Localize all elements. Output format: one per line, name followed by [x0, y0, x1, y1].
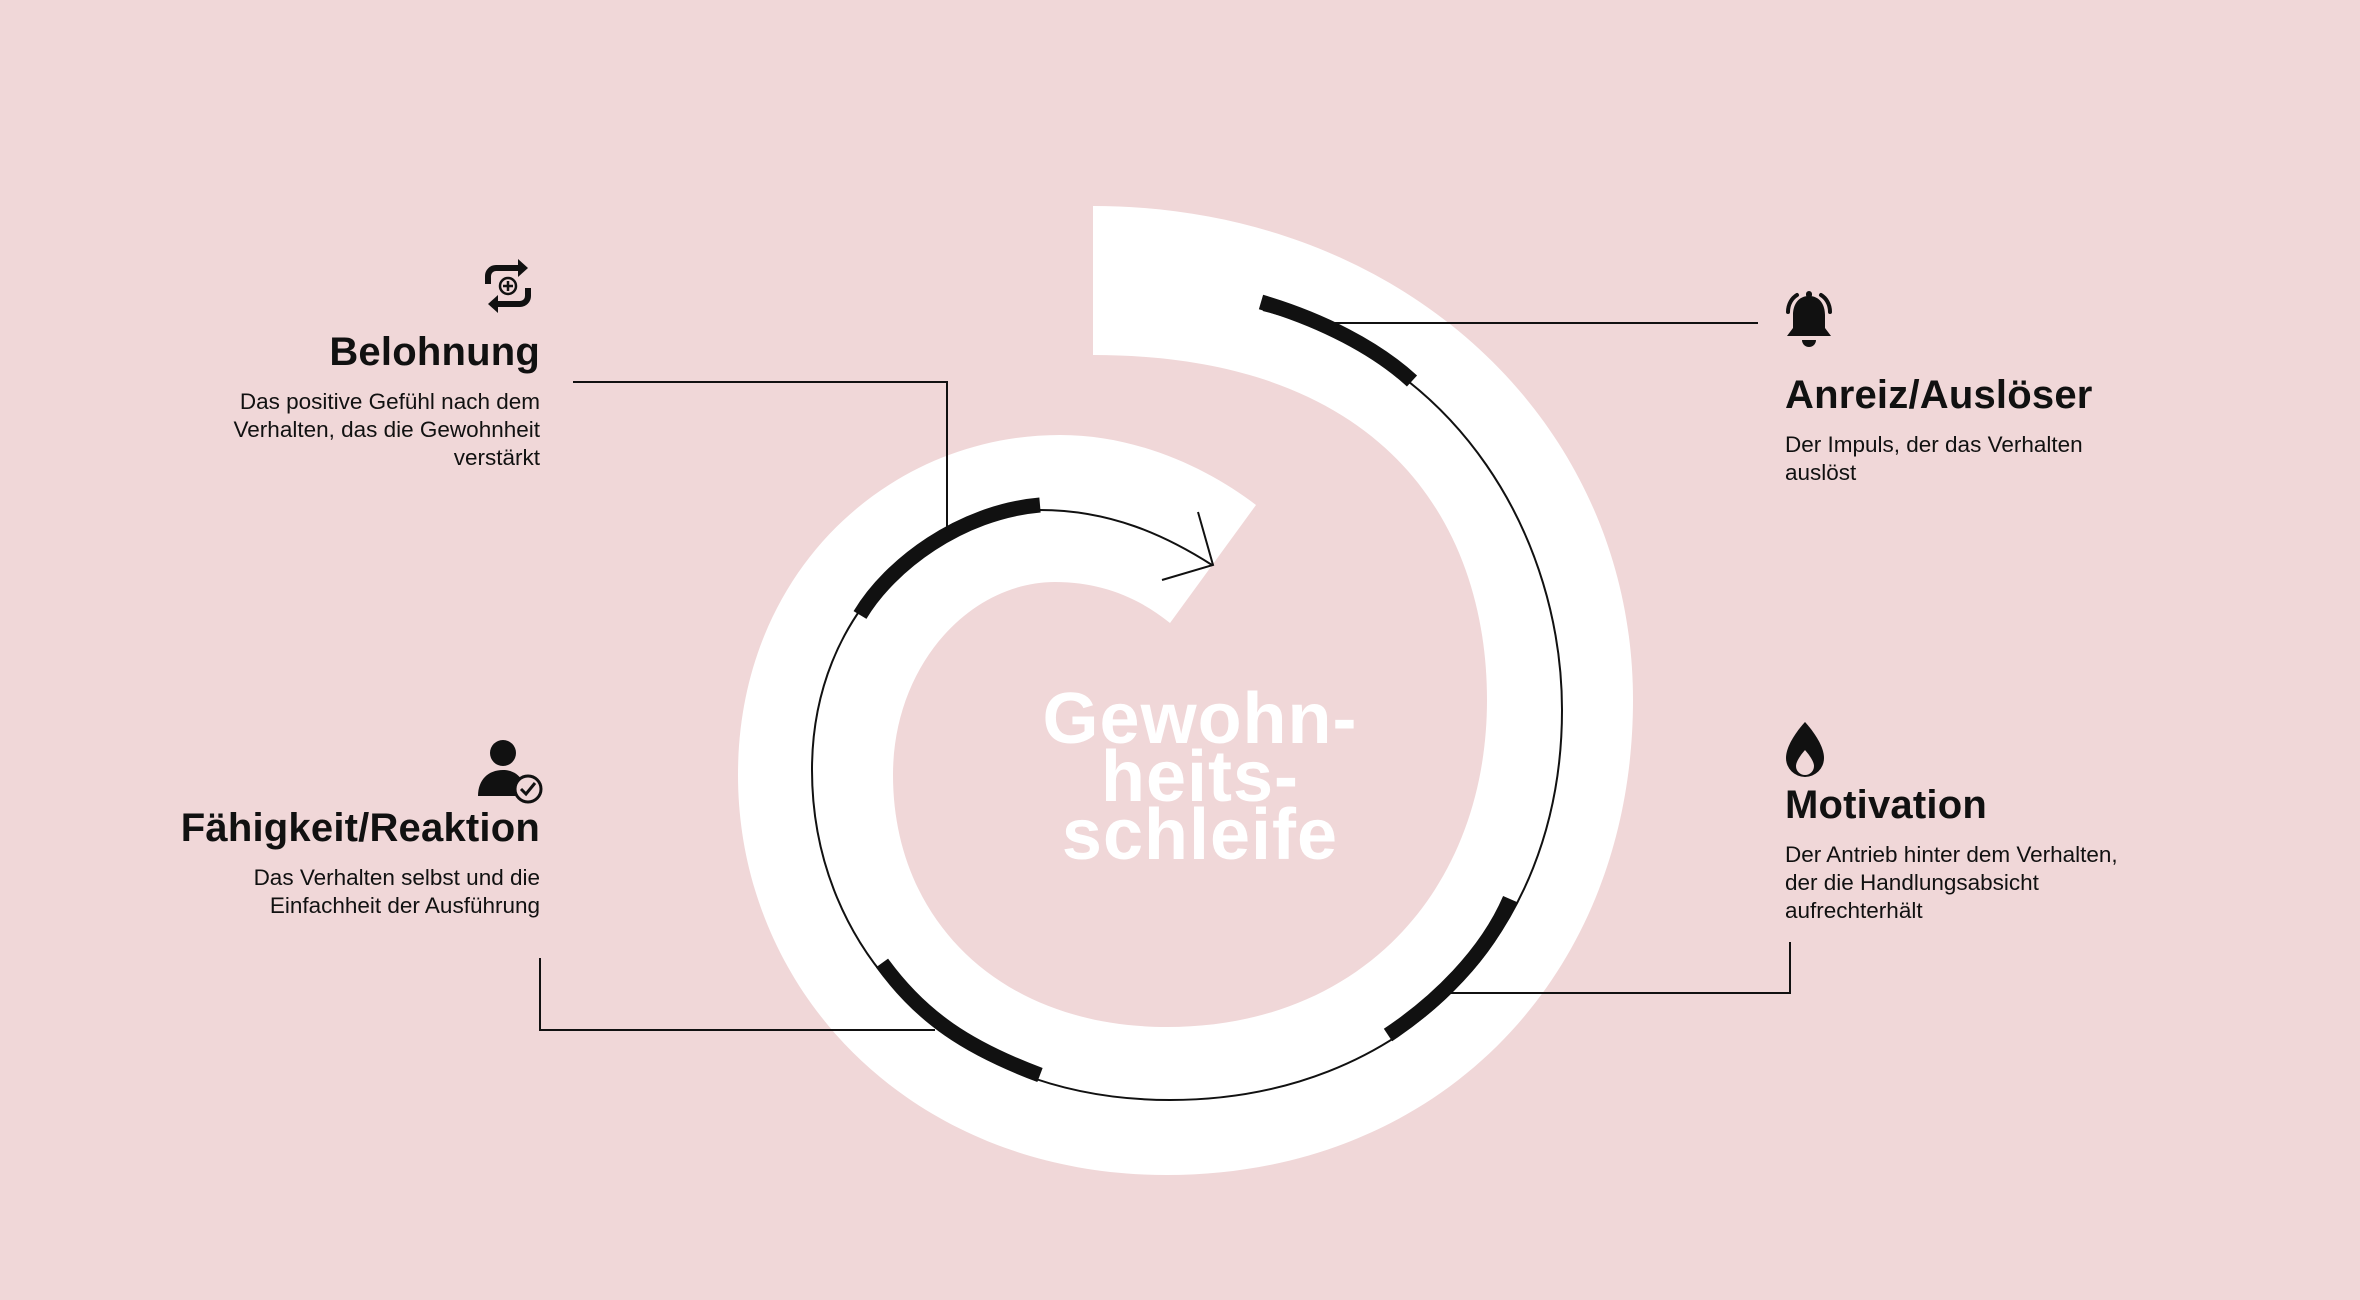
segment-belohnung: [853, 497, 1041, 619]
spiral-band: [738, 206, 1633, 1175]
segment-anreiz: [1258, 294, 1418, 387]
stage-motivation-desc: Der Antrieb hinter dem Verhalten, der di…: [1785, 842, 2118, 924]
stage-motivation: Motivation Der Antrieb hinter dem Verhal…: [1785, 783, 2225, 925]
stage-anreiz-title: Anreiz/Auslöser: [1785, 373, 2093, 417]
center-title-line-1: Gewohn-: [1042, 679, 1358, 759]
stage-anreiz-desc: Der Impuls, der das Verhalten auslöst: [1785, 432, 2083, 486]
center-title-line-3: schleife: [1061, 795, 1339, 875]
stage-belohnung-title: Belohnung: [329, 330, 540, 374]
user-check-icon: [478, 740, 543, 804]
connector-belohnung: [573, 381, 948, 528]
connector-faehigkeit: [539, 958, 935, 1031]
center-title-line-2: heits-: [1100, 737, 1300, 817]
stage-anreiz: Anreiz/Auslöser Der Impuls, der das Verh…: [1785, 373, 2205, 487]
segment-faehigkeit: [875, 958, 1043, 1083]
stage-faehigkeit-title: Fähigkeit/Reaktion: [180, 806, 540, 850]
segment-motivation: [1383, 895, 1517, 1042]
flame-icon: [1786, 722, 1824, 777]
refresh-plus-icon: [485, 259, 531, 313]
bell-icon: [1786, 291, 1832, 347]
stage-faehigkeit-desc: Das Verhalten selbst und die Einfachheit…: [253, 865, 540, 919]
connector-motivation: [1448, 942, 1791, 994]
stage-belohnung: Belohnung Das positive Gefühl nach dem V…: [120, 330, 540, 472]
center-title: Gewohn- heits- schleife: [1000, 679, 1400, 875]
stage-faehigkeit: Fähigkeit/Reaktion Das Verhalten selbst …: [80, 806, 540, 920]
arrow-head-icon: [1161, 511, 1215, 581]
stage-belohnung-desc: Das positive Gefühl nach dem Verhalten, …: [233, 389, 540, 471]
stage-motivation-title: Motivation: [1785, 783, 1987, 827]
